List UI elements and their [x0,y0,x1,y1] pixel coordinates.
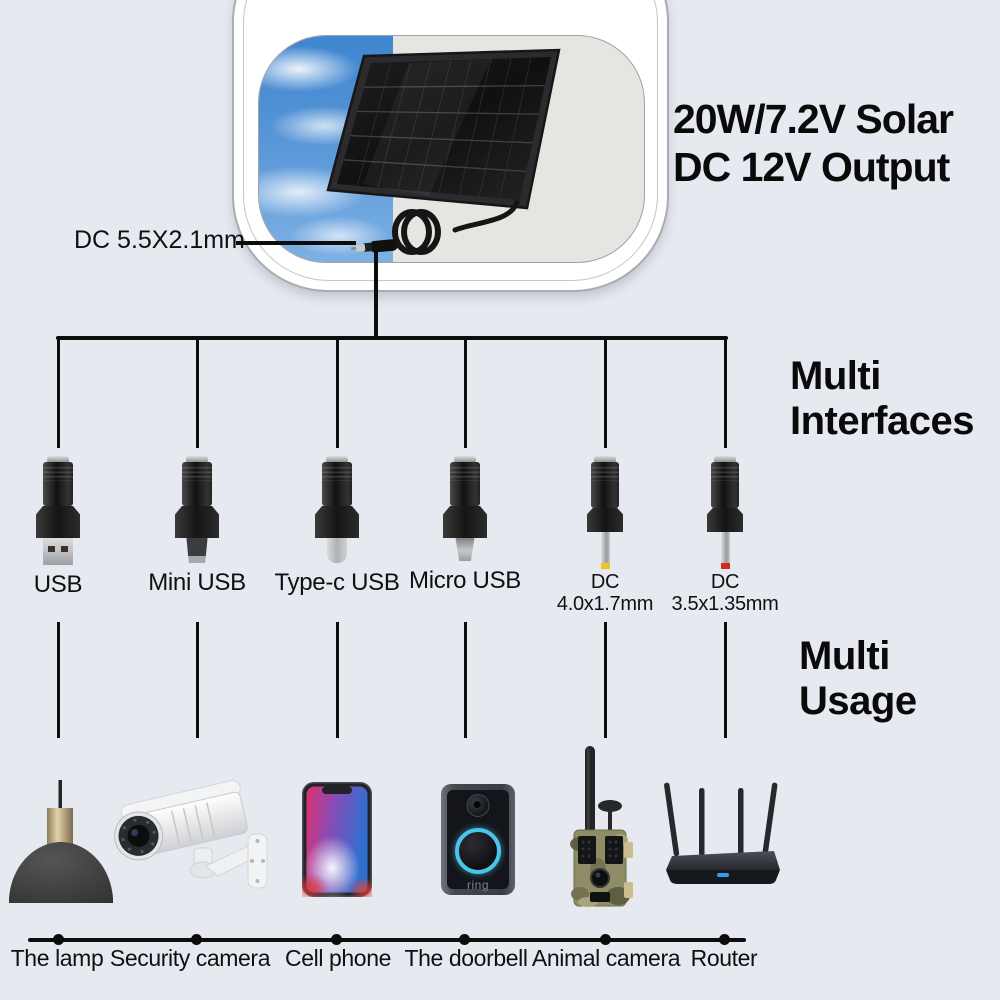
security-camera-image [114,780,268,889]
column-line [603,622,607,738]
type-c-adapter-icon [326,456,348,462]
interface-column-dc-35: DC 3.5x1.35mm [670,456,780,615]
timeline-dot [599,934,611,945]
section-heading-interfaces: Multi Interfaces [790,354,974,444]
column-line [463,338,467,448]
section-heading-usage: Multi Usage [799,634,917,724]
headline-line2: DC 12V Output [673,143,950,190]
timeline-dot [718,934,730,945]
device-label: Security camera [109,945,271,971]
interface-label: DC [710,571,740,593]
pendant-lamp-image [9,780,113,903]
section-interfaces-line1: Multi [790,354,881,398]
column-line [56,622,60,738]
headline: 20W/7.2V Solar DC 12V Output [673,96,954,191]
column-line [723,622,727,738]
callout-leader-line [236,241,356,245]
usb-a-adapter-icon [47,456,69,462]
interface-sublabel: 3.5x1.35mm [671,593,779,615]
timeline-dot [458,934,470,945]
interface-column-micro-usb: Micro USB [409,456,521,595]
column-line [56,338,60,448]
wifi-router-image [664,782,780,884]
column-line [195,338,199,448]
timeline-dot [52,934,64,945]
column-line [335,338,339,448]
device-label: Animal camera [531,945,681,971]
column-line [723,338,727,448]
interface-label: DC [590,571,620,593]
column-line [335,622,339,738]
timeline-dot [330,934,342,945]
trail-camera-image [570,746,633,907]
section-usage-line1: Multi [799,634,890,678]
product-photo [258,35,645,263]
timeline [28,938,746,942]
column-line [463,622,467,738]
solar-panel-image [326,48,561,255]
interface-label: Micro USB [409,567,521,594]
cell-phone-image [302,782,372,897]
doorbell-button [455,828,501,874]
dc-plug-yellow-adapter-icon [594,456,616,462]
interface-sublabel: 4.0x1.7mm [556,593,654,615]
interface-column-type-c: Type-c USB [274,456,400,597]
hero-card-inner-border [243,0,658,281]
interface-label: USB [33,571,83,598]
column-line [603,338,607,448]
dc-size-callout-label: DC 5.5X2.1mm [74,226,245,254]
mini-usb-adapter-icon [186,456,208,462]
headline-line1: 20W/7.2V Solar [673,96,954,142]
feed-line [374,249,378,338]
interface-column-usb: USB [3,456,113,599]
dc-plug-red-adapter-icon [714,456,736,462]
interface-label: Type-c USB [274,569,400,596]
branch-line [56,336,728,340]
device-label: The doorbell [404,945,528,971]
cloud-shape [259,46,359,92]
interface-column-mini-usb: Mini USB [142,456,252,597]
doorbell-brand-text: ring [466,878,489,892]
cable-coil-image [390,199,520,255]
video-doorbell-image: ring [441,784,515,895]
section-usage-line2: Usage [799,679,917,724]
interface-column-dc-40: DC 4.0x1.7mm [550,456,660,615]
column-line [195,622,199,738]
device-label: Cell phone [285,945,391,971]
device-label: The lamp [10,945,104,971]
yellow-tip [600,563,610,569]
micro-usb-adapter-icon [454,456,476,462]
interface-label: Mini USB [148,569,246,596]
doorbell-camera-lens [466,794,490,817]
red-tip [720,563,730,569]
timeline-dot [190,934,202,945]
section-interfaces-line2: Interfaces [790,399,974,444]
device-label: Router [690,945,758,971]
